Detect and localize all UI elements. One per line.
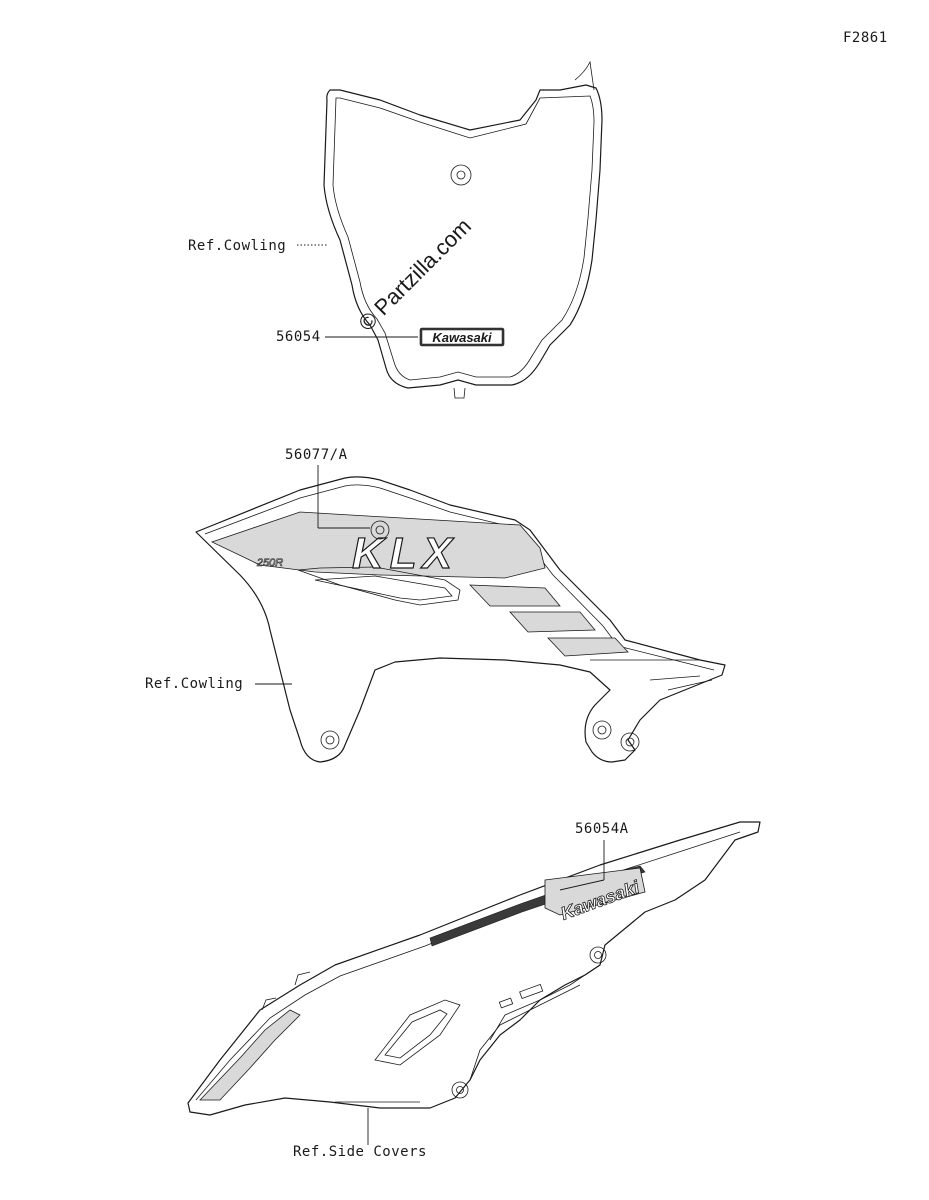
radiator-shroud: KLX 250R: [195, 465, 726, 763]
front-number-plate: Kawasaki: [297, 60, 603, 399]
klx-decal-text: KLX: [352, 529, 458, 578]
callout-ref-cowling-top: Ref.Cowling: [188, 238, 287, 254]
callout-ref-cowling-mid: Ref.Cowling: [145, 676, 244, 692]
callout-part-56054: 56054: [276, 329, 321, 345]
klx-decal: KLX: [351, 528, 458, 578]
250r-decal: 250R: [256, 557, 284, 570]
watermark-text: © Partzilla.com: [353, 213, 476, 336]
callout-ref-side-covers: Ref.Side Covers: [293, 1144, 427, 1160]
callout-part-56077a: 56077/A: [285, 447, 348, 463]
250r-decal-text: 250R: [256, 557, 283, 569]
figure-code: F2861: [843, 30, 888, 46]
front-decal-text: Kawasaki: [432, 330, 492, 345]
callout-part-56054a: 56054A: [575, 821, 629, 837]
side-cover: Kawasaki: [187, 821, 761, 1145]
front-kawasaki-decal: Kawasaki: [419, 327, 505, 347]
